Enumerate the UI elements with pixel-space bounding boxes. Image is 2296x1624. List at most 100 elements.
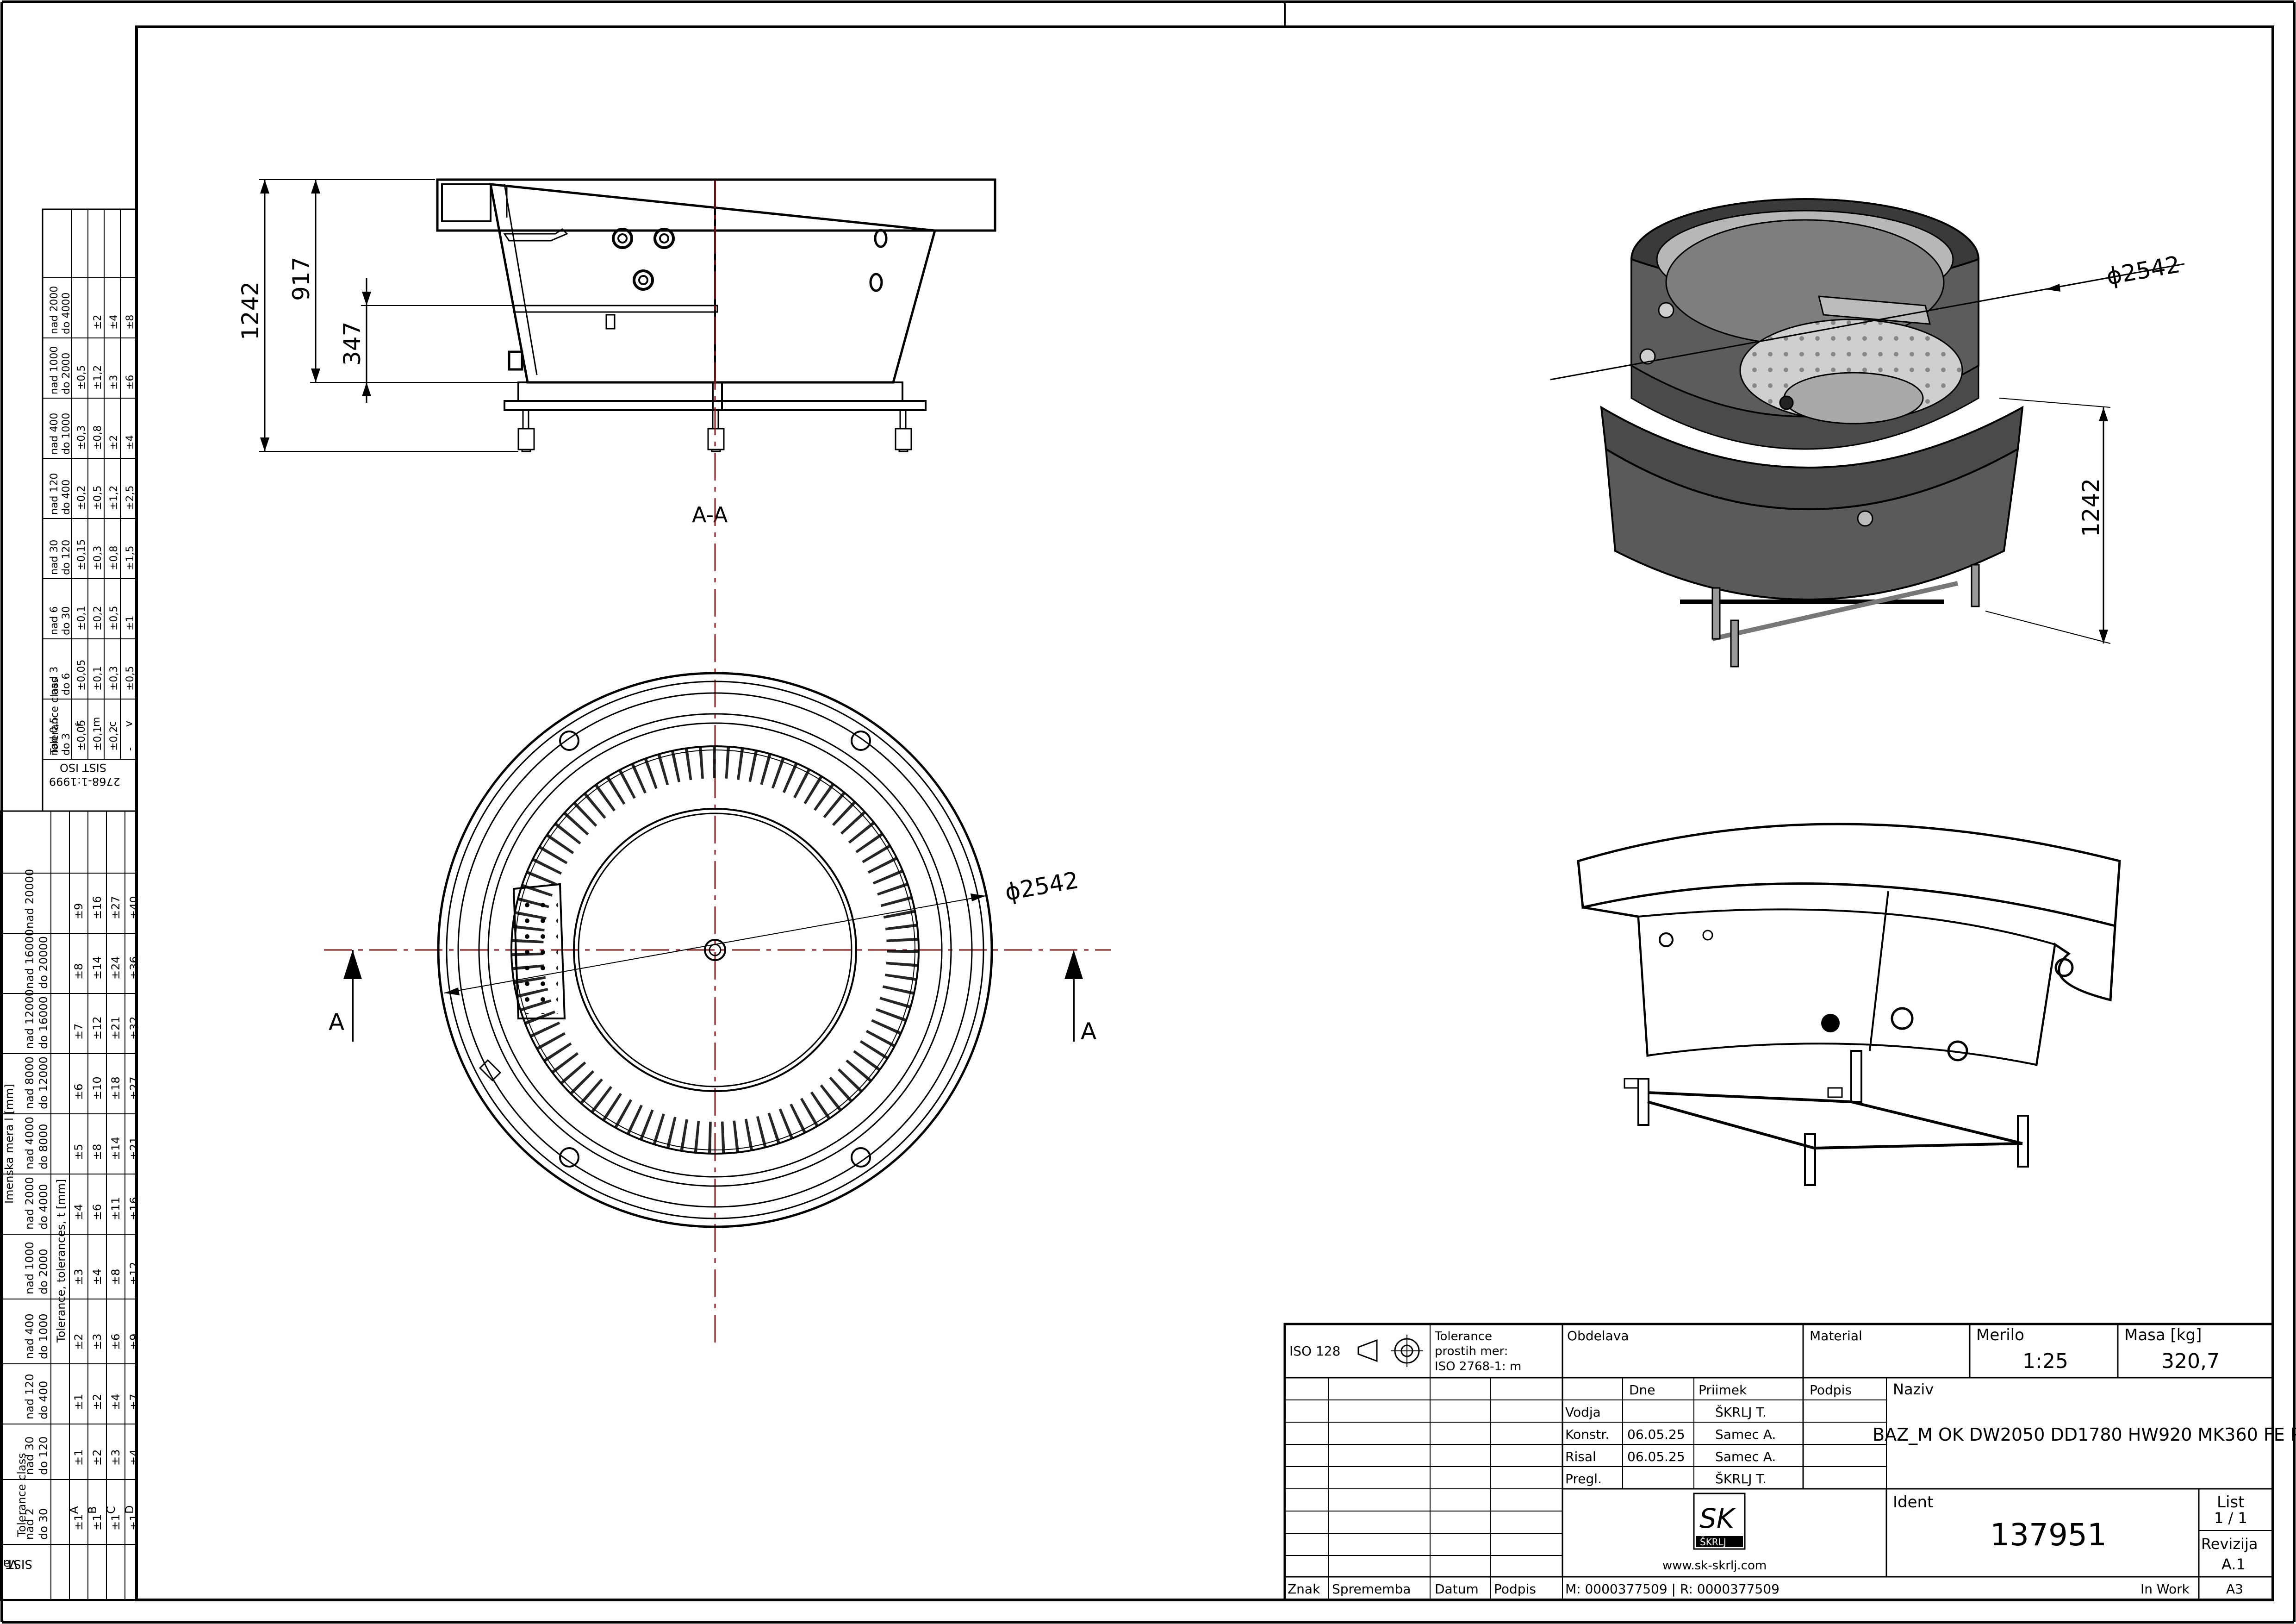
general-range-to-3: do 120 [61,540,72,575]
general-cell-0-3: ±0,15 [76,539,87,570]
general-cell-2-4: ±1,2 [108,486,120,510]
datum-label: Datum [1435,1581,1479,1597]
welded-range-to-6: do 8000 [37,1124,50,1169]
general-cell-2-5: ±2 [108,435,120,450]
welded-class-b: B [86,1506,99,1514]
general-cell-1-1: ±0,1 [92,666,104,691]
welded-cell-3-8: ±32 [128,1016,141,1040]
general-range-0: nad 0,5 [49,717,60,756]
welded-cell-1-2: ±2 [91,1394,104,1410]
list-label: List [2217,1493,2244,1512]
welded-cell-2-1: ±3 [109,1449,122,1466]
general-cell-2-0: ±0,2 [108,726,120,751]
welded-cell-1-8: ±12 [91,1016,104,1040]
general-cell-3-7: ±8 [124,315,136,330]
general-range-to-0: do 3 [61,733,72,756]
iso128-label: ISO 128 [1289,1343,1340,1359]
welded-range-to-7: do 12000 [37,1056,50,1109]
general-cell-2-6: ±3 [108,375,120,390]
welded-range-to-1: do 120 [37,1437,50,1475]
general-range-1: nad 3 [49,667,60,695]
general-class-f: f [75,723,86,727]
general-range-2: nad 6 [49,606,60,635]
welded-cell-3-9: ±36 [128,956,141,980]
general-cell-3-3: ±1,5 [124,546,136,570]
general-cell-0-0: ±0,05 [76,720,87,751]
section-label: A-A [692,502,728,527]
cut-markers: A A [329,950,1096,1045]
general-class-v: v [123,721,135,727]
welded-range-8: nad 12000 [23,989,36,1049]
welded-cell-3-4: ±12 [128,1262,141,1285]
welded-class-d: D [123,1505,136,1514]
model-revision: M: 0000377509 | R: 0000377509 [1565,1581,1780,1597]
welded-cell-3-6: ±21 [128,1137,141,1160]
col-priimek: Priimek [1699,1382,1747,1398]
welded-cell-0-4: ±3 [72,1269,85,1285]
general-cell-3-5: ±4 [124,435,136,450]
general-cell-3-6: ±6 [124,375,136,390]
name-konstr: Samec A. [1715,1427,1776,1442]
welded-cell-2-8: ±21 [109,1016,122,1040]
role-risal: Risal [1565,1449,1596,1464]
welded-cell-2-9: ±24 [109,956,122,980]
welded-cell-1-10: ±16 [91,896,104,919]
welded-cell-0-3: ±2 [72,1334,85,1350]
welded-range-1: nad 30 [23,1437,36,1475]
iso-view-bottom [1577,823,2121,1186]
corner-bolts [559,731,871,1168]
cut-marker-right: A [1081,1018,1096,1045]
masa-label: Masa [kg] [2124,1326,2202,1344]
welded-class-a: A [68,1506,81,1514]
plan-view: ϕ2542 A A [324,181,1111,1343]
material-label: Material [1810,1328,1862,1343]
welded-cell-0-10: ±9 [72,903,85,919]
welded-cell-1-3: ±3 [91,1334,104,1350]
general-cell-1-6: ±1,2 [92,365,104,390]
dim-iso-height: 1242 [2078,478,2104,537]
welded-range-to-5: do 4000 [37,1184,50,1230]
welded-cell-0-6: ±5 [72,1144,85,1160]
welded-cell-2-3: ±6 [109,1334,122,1350]
general-range-to-4: do 400 [61,480,72,515]
company-logo: SK ŠKRLJ [1693,1493,1746,1550]
general-range-to-1: do 6 [61,673,72,695]
welded-cell-0-8: ±7 [72,1024,85,1040]
welded-cell-1-7: ±10 [91,1076,104,1100]
welded-cell-2-7: ±18 [109,1076,122,1100]
welded-cell-2-10: ±27 [109,896,122,919]
general-class-m: m [91,717,102,727]
welded-cell-0-7: ±6 [72,1084,85,1100]
col-podpis: Podpis [1810,1382,1852,1398]
welded-class-c: C [105,1506,118,1514]
revizija-label: Revizija [2201,1535,2258,1553]
welded-range-5: nad 2000 [23,1177,36,1230]
general-tolerance-table: SIST ISO 2768-1:1999 Tolerance class f m… [42,208,137,812]
status-badge: In Work [2140,1581,2190,1597]
date-risal: 06.05.25 [1627,1449,1685,1464]
welded-cell-3-0: ±1 [128,1514,141,1530]
naziv-value: BAZ_M OK DW2050 DD1780 HW920 MK360 FE PR [1873,1424,2296,1445]
adjustable-feet [517,409,912,452]
general-cell-3-4: ±2,5 [124,486,136,510]
general-cell-0-4: ±0,2 [76,486,87,510]
role-konstr: Konstr. [1565,1427,1609,1442]
dim-side-347: 347 [339,322,366,366]
general-cell-1-7: ±2 [92,315,104,330]
ident-label: Ident [1893,1493,1933,1512]
dim-side-total: 1242 [237,281,264,340]
general-cell-3-2: ±1 [124,616,136,631]
cut-marker-left: A [329,1009,344,1036]
sprememba-label: Sprememba [1332,1581,1411,1597]
ident-value: 137951 [1990,1517,2107,1553]
name-risal: Samec A. [1715,1449,1776,1464]
general-cell-3-1: ±0,5 [124,666,136,691]
general-cell-3-0: - [124,747,136,751]
welded-range-10: nad 20000 [23,869,36,929]
general-cell-2-2: ±0,5 [108,606,120,631]
list-value: 1 / 1 [2214,1509,2247,1527]
podpis-label: Podpis [1494,1581,1536,1597]
